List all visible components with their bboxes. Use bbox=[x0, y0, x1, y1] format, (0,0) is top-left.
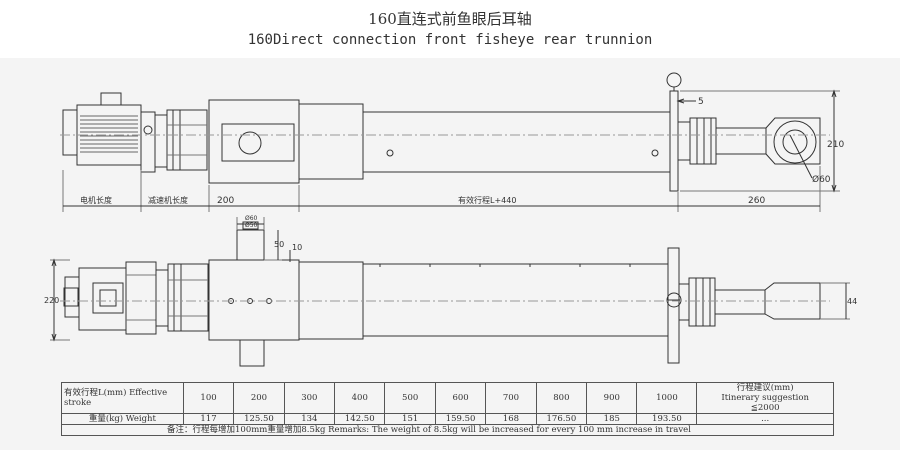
dim-fisheye-diameter: Ø60 bbox=[812, 174, 831, 185]
suggestion-header: 行程建议(mm) Itinerary suggestion ≦2000 bbox=[696, 382, 834, 414]
remark-text: 备注：行程每增加100mm重量增加8.5kg Remarks: The weig… bbox=[61, 424, 834, 436]
dim-10: 10 bbox=[292, 243, 302, 252]
cylinder-tube-top bbox=[362, 111, 671, 173]
weight-cell: 142.50 bbox=[334, 413, 386, 425]
stroke-cell: 300 bbox=[283, 382, 336, 414]
suggestion-more: ... bbox=[696, 413, 834, 425]
dim-reducer-length: 减速机长度 bbox=[148, 195, 188, 205]
motor-top bbox=[62, 92, 156, 173]
front-housing-bottom bbox=[208, 259, 300, 341]
title-chinese: 160直连式前鱼眼后耳轴 bbox=[368, 10, 532, 28]
weight-cell: 151 bbox=[384, 413, 436, 425]
bottom-view bbox=[50, 217, 850, 367]
stroke-cell: 800 bbox=[535, 382, 588, 414]
suggestion-header-en: Itinerary suggestion bbox=[721, 393, 809, 403]
dim-260: 260 bbox=[748, 196, 765, 206]
weight-cell: 193.50 bbox=[636, 413, 698, 425]
stroke-cell: 600 bbox=[434, 382, 487, 414]
dim-5: 5 bbox=[698, 97, 704, 107]
weight-cell: 125.50 bbox=[233, 413, 285, 425]
spec-table: 有效行程L(mm) Effective stroke 100 200 300 4… bbox=[61, 382, 834, 436]
suggestion-header-cn: 行程建议(mm) bbox=[736, 383, 794, 393]
dim-220: 220 bbox=[44, 296, 59, 305]
fisheye-end bbox=[765, 117, 821, 165]
dim-stroke-formula: 有效行程L+440 bbox=[458, 195, 516, 205]
weight-row: 重量(kg) Weight 117 125.50 134 142.50 151 … bbox=[61, 413, 834, 425]
dim-stub-diameter-50: Ø50 bbox=[245, 222, 258, 229]
stroke-cell: 100 bbox=[182, 382, 235, 414]
stroke-cell: 500 bbox=[384, 382, 436, 414]
stroke-cell: 900 bbox=[586, 382, 638, 414]
weight-cell: 134 bbox=[283, 413, 336, 425]
weight-cell: 176.50 bbox=[535, 413, 588, 425]
motor-flange-bottom bbox=[125, 261, 157, 335]
suggestion-value: ≦2000 bbox=[750, 403, 780, 413]
top-stub bbox=[236, 229, 265, 261]
stroke-row: 有效行程L(mm) Effective stroke 100 200 300 4… bbox=[61, 382, 834, 414]
weight-cell: 168 bbox=[485, 413, 537, 425]
weight-cell: 117 bbox=[182, 413, 235, 425]
dim-motor-length: 电机长度 bbox=[80, 195, 112, 205]
weight-cell: 159.50 bbox=[434, 413, 487, 425]
reducer-top bbox=[154, 109, 208, 171]
dim-stub-diameter-60: Ø60 bbox=[245, 215, 258, 222]
dim-200: 200 bbox=[217, 196, 234, 206]
dim-50: 50 bbox=[274, 240, 284, 249]
title-english: 160Direct connection front fisheye rear … bbox=[247, 32, 653, 48]
stroke-cell: 700 bbox=[485, 382, 537, 414]
remark-row: 备注：行程每增加100mm重量增加8.5kg Remarks: The weig… bbox=[61, 424, 834, 436]
dim-44: 44 bbox=[847, 297, 857, 306]
cylinder-tube-bottom bbox=[362, 263, 669, 337]
stroke-cell: 1000 bbox=[636, 382, 698, 414]
stroke-cell: 400 bbox=[334, 382, 386, 414]
weight-cell: 185 bbox=[586, 413, 638, 425]
dim-210: 210 bbox=[827, 140, 844, 150]
trunnion-eye bbox=[666, 72, 682, 88]
stroke-cell: 200 bbox=[233, 382, 285, 414]
weight-header: 重量(kg) Weight bbox=[61, 413, 184, 425]
stroke-header: 有效行程L(mm) Effective stroke bbox=[61, 382, 184, 414]
top-view bbox=[60, 72, 840, 212]
bottom-stub bbox=[239, 339, 265, 367]
